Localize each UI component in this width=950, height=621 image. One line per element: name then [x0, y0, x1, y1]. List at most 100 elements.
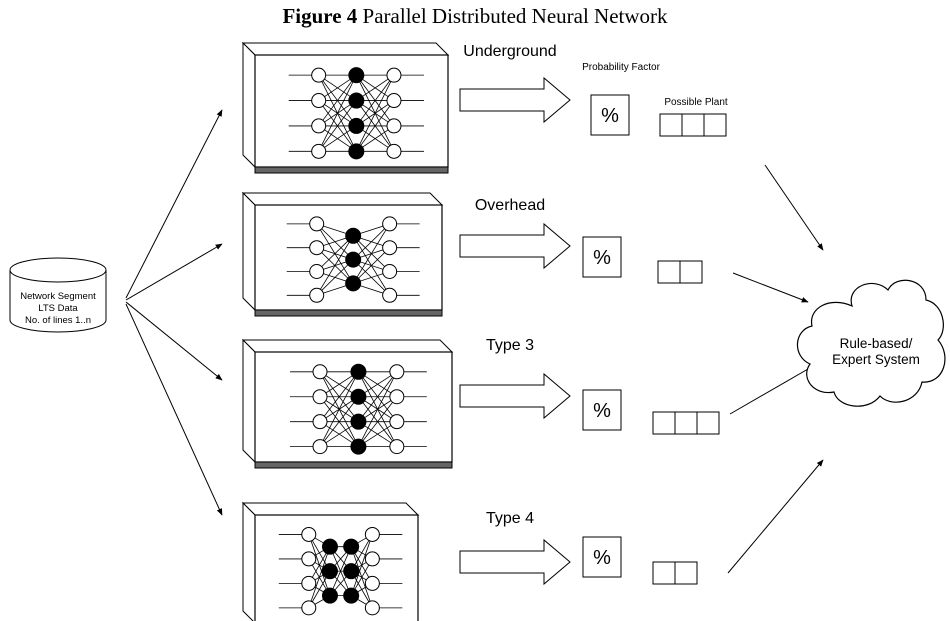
hidden-neuron	[348, 67, 365, 84]
hidden-neuron	[348, 92, 365, 109]
hidden-neuron	[345, 275, 362, 292]
hidden-neuron	[350, 363, 367, 380]
arrow-to-net-4	[125, 303, 223, 516]
plant-cell	[652, 561, 676, 585]
probability-box	[582, 236, 622, 278]
percent-symbol: %	[601, 105, 619, 127]
output-neuron	[389, 439, 405, 455]
input-neuron	[311, 143, 327, 159]
block-arrow	[459, 222, 571, 270]
network-row-4: Type 4%	[241, 501, 698, 621]
input-neuron	[311, 118, 327, 134]
arrow-from-net-3	[729, 364, 816, 415]
input-neuron	[312, 414, 328, 430]
plant-cell	[674, 411, 698, 435]
output-neuron	[386, 118, 402, 134]
network-connections	[288, 74, 424, 152]
percent-symbol: %	[593, 547, 611, 569]
hidden-neuron	[343, 563, 360, 580]
fanout-arrows	[125, 109, 223, 516]
block-arrow	[459, 538, 571, 586]
input-neuron	[311, 67, 327, 83]
input-neuron	[301, 575, 317, 591]
expert-system-cloud: Rule-based/ Expert System	[796, 279, 946, 407]
figure-title: Parallel Distributed Neural Network	[362, 4, 668, 28]
network-label: Type 3	[486, 337, 534, 354]
network-row-2: Overhead%	[241, 191, 703, 317]
plant-cell	[674, 561, 698, 585]
database-line-3: No. of lines 1..n	[25, 315, 91, 326]
expert-system-line-2: Expert System	[832, 352, 920, 367]
input-neuron	[312, 439, 328, 455]
input-neuron	[301, 526, 317, 542]
network-box	[254, 514, 419, 621]
input-neuron	[312, 389, 328, 405]
hidden-neuron	[321, 538, 338, 555]
output-neuron	[382, 240, 398, 256]
probability-box	[590, 94, 630, 136]
hidden-neuron	[343, 538, 360, 555]
output-neuron	[364, 551, 380, 567]
output-neuron	[364, 575, 380, 591]
converge-arrows	[727, 164, 824, 574]
output-neuron	[364, 526, 380, 542]
input-neuron	[301, 600, 317, 616]
expert-system-line-1: Rule-based/	[840, 336, 913, 351]
output-neuron	[382, 287, 398, 303]
arrow-from-net-1	[764, 164, 824, 251]
arrow-from-net-2	[732, 272, 809, 303]
plant-cell	[679, 260, 703, 284]
probability-factor-label: Probability Factor	[582, 62, 660, 73]
plant-cell	[652, 411, 676, 435]
plant-cell	[703, 113, 727, 137]
output-neuron	[386, 143, 402, 159]
output-neuron	[364, 600, 380, 616]
hidden-neuron	[348, 143, 365, 160]
block-arrow	[459, 76, 571, 124]
input-neuron	[311, 93, 327, 109]
output-neuron	[389, 364, 405, 380]
plant-cell	[696, 411, 720, 435]
output-neuron	[389, 414, 405, 430]
hidden-neuron	[350, 388, 367, 405]
probability-box	[582, 536, 622, 578]
output-neuron	[389, 389, 405, 405]
input-neuron	[309, 216, 325, 232]
input-neuron	[309, 264, 325, 279]
input-neuron	[309, 287, 325, 303]
input-neuron	[309, 240, 325, 256]
block-arrow	[459, 372, 571, 420]
hidden-neuron	[321, 587, 338, 604]
hidden-neuron	[350, 413, 367, 430]
arrow-to-net-3	[125, 301, 223, 381]
output-neuron	[386, 67, 402, 83]
figure-caption: Figure 4 Parallel Distributed Neural Net…	[0, 4, 950, 29]
hidden-neuron	[343, 587, 360, 604]
arrow-from-net-4	[727, 459, 824, 574]
plant-cell	[657, 260, 681, 284]
percent-symbol: %	[593, 247, 611, 269]
arrow-to-net-1	[125, 109, 223, 299]
database-line-1: Network Segment	[20, 291, 96, 302]
output-neuron	[386, 93, 402, 109]
input-neuron	[312, 364, 328, 380]
database-line-2: LTS Data	[38, 303, 78, 314]
input-neuron	[301, 551, 317, 567]
probability-box	[582, 389, 622, 431]
percent-symbol: %	[593, 400, 611, 422]
output-neuron	[382, 216, 398, 232]
network-label: Overhead	[475, 197, 545, 214]
hidden-neuron	[321, 563, 338, 580]
network-label: Type 4	[486, 510, 534, 527]
possible-plant-label: Possible Plant	[664, 97, 728, 108]
output-neuron	[382, 264, 398, 279]
database-cylinder: Network Segment LTS Data No. of lines 1.…	[9, 257, 107, 333]
hidden-neuron	[348, 117, 365, 134]
hidden-neuron	[350, 438, 367, 455]
network-row-3: Type 3%	[241, 337, 720, 469]
hidden-neuron	[345, 227, 362, 244]
plant-cell	[681, 113, 705, 137]
